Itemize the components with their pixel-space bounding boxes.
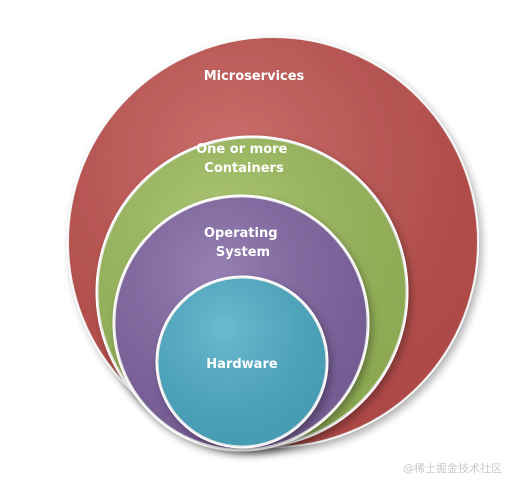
label-hardware-line-1: Hardware bbox=[206, 357, 278, 372]
watermark-text: @稀土掘金技术社区 bbox=[403, 462, 502, 475]
label-hardware: Hardware bbox=[206, 357, 278, 372]
label-containers-line-1: One or more bbox=[196, 142, 287, 157]
label-containers: One or more Containers bbox=[196, 142, 292, 176]
label-os-line-1: Operating bbox=[204, 226, 278, 241]
label-microservices-line-1: Microservices bbox=[204, 69, 305, 84]
label-containers-line-2: Containers bbox=[204, 161, 284, 176]
ring-hardware-shine bbox=[157, 277, 327, 447]
label-os: Operating System bbox=[204, 226, 282, 260]
ring-hardware bbox=[155, 275, 329, 449]
label-microservices: Microservices bbox=[204, 69, 305, 84]
label-os-line-2: System bbox=[216, 245, 270, 260]
